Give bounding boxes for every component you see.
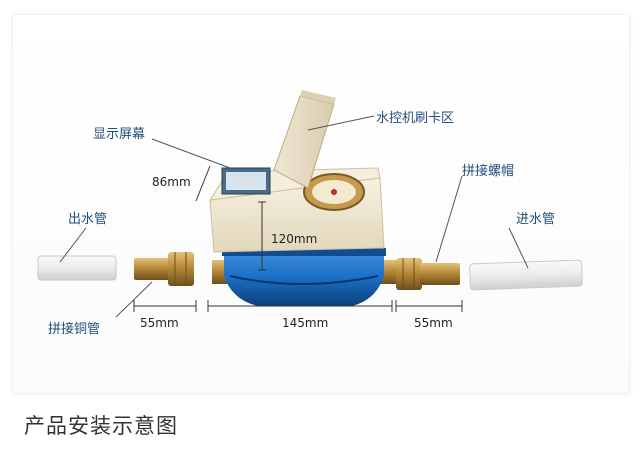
right-brass-connector-shape: [396, 258, 460, 290]
meter-housing-shape: [208, 167, 385, 253]
leader-copper-connector: [115, 281, 153, 318]
dim-label-right-55: 55mm: [414, 316, 453, 330]
meter-lid-shape: [273, 90, 336, 189]
dim-line-86: [195, 165, 211, 202]
dim-label-left-55: 55mm: [140, 316, 179, 330]
label-outlet-pipe: 出水管: [68, 212, 108, 227]
meter-body-shape: [222, 248, 386, 306]
label-display-screen: 显示屏幕: [93, 127, 146, 142]
label-inlet-pipe: 进水管: [516, 212, 556, 227]
label-connector-cap: 拼接螺帽: [462, 164, 515, 179]
outlet-pipe-shape: [37, 255, 117, 281]
left-brass-connector-shape: [134, 252, 194, 286]
dim-label-86: 86mm: [152, 175, 191, 189]
label-copper-connector: 拼接铜管: [48, 322, 101, 337]
leader-connector-cap: [435, 175, 463, 263]
diagram-caption: 产品安装示意图: [24, 414, 178, 438]
leader-card-area: [307, 115, 375, 131]
leader-outlet-pipe: [59, 227, 87, 263]
leader-display-screen: [151, 138, 231, 169]
dim-label-145: 145mm: [282, 316, 329, 330]
dim-label-120: 120mm: [271, 232, 318, 246]
leader-inlet-pipe: [508, 227, 529, 269]
label-card-area: 水控机刷卡区: [376, 111, 455, 126]
